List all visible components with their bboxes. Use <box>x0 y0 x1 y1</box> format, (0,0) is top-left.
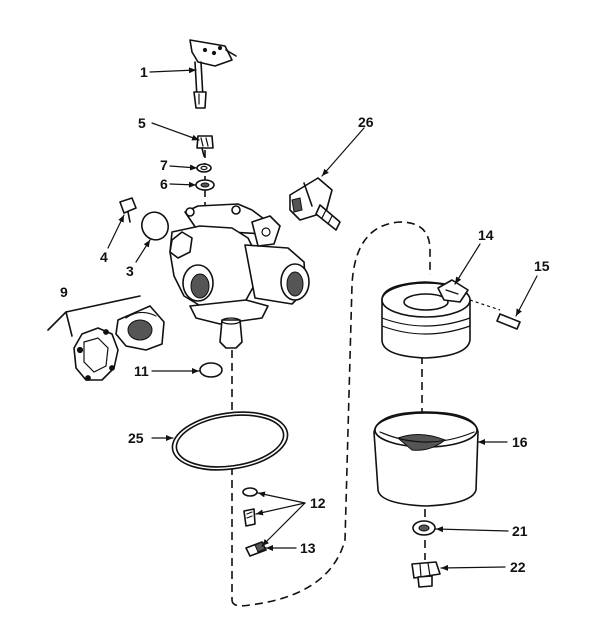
label-part-6: 6 <box>160 176 168 192</box>
part-fuel-inlet-26 <box>289 177 341 231</box>
label-part-22: 22 <box>510 559 526 575</box>
label-part-26: 26 <box>358 114 374 130</box>
part-screw-5 <box>196 135 214 157</box>
part-bowl-nut-22 <box>411 561 441 588</box>
part-ring-7 <box>196 163 212 173</box>
part-primer-assembly-9 <box>47 295 165 381</box>
part-pin-13 <box>245 541 267 557</box>
assembly-guide-lines <box>204 150 501 607</box>
part-valve-set-12 <box>242 487 258 527</box>
part-carburetor-body <box>169 203 310 349</box>
leader-lines <box>107 67 538 571</box>
part-washer-21 <box>412 520 436 536</box>
label-part-4: 4 <box>100 249 108 265</box>
label-part-15: 15 <box>534 258 550 274</box>
part-screw-4 <box>119 197 137 223</box>
part-gasket-25 <box>171 411 289 471</box>
label-part-5: 5 <box>138 115 146 131</box>
part-float-pin-15 <box>496 313 521 330</box>
part-labels: 1 5 7 6 26 4 3 9 11 25 12 13 14 15 16 21… <box>60 64 550 575</box>
part-seal-6 <box>195 179 215 191</box>
label-part-16: 16 <box>512 434 528 450</box>
label-part-9: 9 <box>60 284 68 300</box>
label-part-7: 7 <box>160 157 168 173</box>
label-part-12: 12 <box>310 495 326 511</box>
label-part-13: 13 <box>300 540 316 556</box>
part-throttle-shaft <box>189 39 237 109</box>
part-float-14 <box>381 279 471 359</box>
label-part-14: 14 <box>478 227 494 243</box>
part-plug-11 <box>199 362 223 378</box>
label-part-21: 21 <box>512 523 528 539</box>
part-float-bowl-16 <box>373 411 479 507</box>
label-part-1: 1 <box>140 64 148 80</box>
label-part-25: 25 <box>128 430 144 446</box>
part-disc-3 <box>141 211 169 241</box>
label-part-3: 3 <box>126 263 134 279</box>
label-part-11: 11 <box>134 363 149 379</box>
